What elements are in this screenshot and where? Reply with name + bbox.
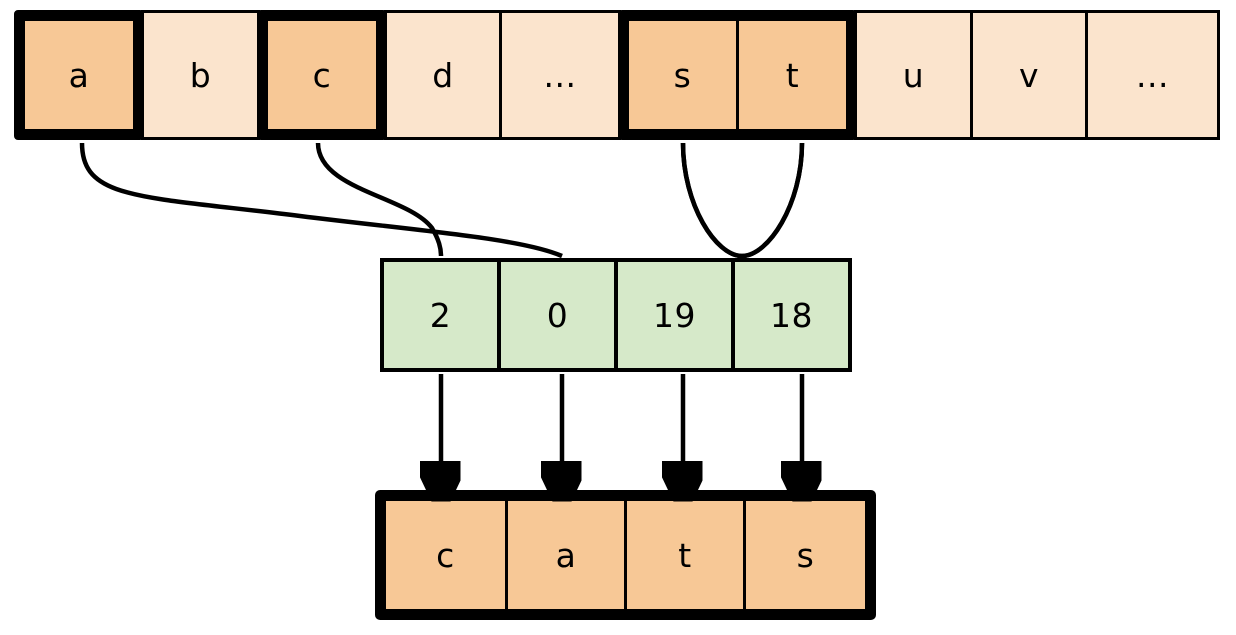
- alphabet-cell-label: d: [432, 55, 454, 95]
- alphabet-cell-a[interactable]: a: [14, 10, 144, 140]
- alphabet-cell-label: b: [189, 55, 212, 95]
- alphabet-row: a b c d ... s t u v ...: [14, 10, 1220, 140]
- output-cell-label: a: [555, 535, 577, 575]
- index-cell-1[interactable]: 0: [497, 258, 618, 372]
- output-cell-3[interactable]: s: [743, 501, 865, 609]
- output-row: c a t s: [375, 490, 876, 620]
- output-cell-label: t: [678, 535, 692, 575]
- index-cell-0[interactable]: 2: [380, 258, 501, 372]
- alphabet-cell-label: c: [312, 55, 332, 95]
- alphabet-cell-u[interactable]: u: [854, 10, 973, 140]
- alphabet-cell-ellipsis-right: ...: [1085, 10, 1220, 140]
- output-cell-1[interactable]: a: [505, 501, 627, 609]
- alphabet-cell-v[interactable]: v: [970, 10, 1088, 140]
- alphabet-cell-d[interactable]: d: [384, 10, 502, 140]
- curve-t-to-19: [680, 142, 805, 259]
- index-cell-3[interactable]: 18: [731, 258, 852, 372]
- curve-a-to-0: [79, 142, 563, 259]
- index-row: 2 0 19 18: [380, 258, 852, 372]
- alphabet-cell-b[interactable]: b: [141, 10, 260, 140]
- output-cell-0[interactable]: c: [386, 501, 508, 609]
- alphabet-cell-label: s: [673, 55, 692, 95]
- alphabet-cell-label: u: [902, 55, 925, 95]
- index-cell-2[interactable]: 19: [614, 258, 735, 372]
- index-cell-value: 18: [770, 295, 813, 335]
- index-cell-value: 19: [653, 295, 696, 335]
- alphabet-cell-s[interactable]: s: [618, 10, 739, 140]
- alphabet-cell-label: ...: [543, 55, 577, 95]
- index-cell-value: 2: [429, 295, 452, 335]
- index-cell-value: 0: [546, 295, 569, 335]
- alphabet-cell-label: a: [68, 55, 90, 95]
- alphabet-cell-c[interactable]: c: [257, 10, 387, 140]
- alphabet-cell-label: v: [1018, 55, 1040, 95]
- output-cell-label: s: [796, 535, 815, 575]
- alphabet-cell-t[interactable]: t: [736, 10, 857, 140]
- alphabet-cell-label: ...: [1136, 55, 1169, 95]
- output-cell-2[interactable]: t: [624, 501, 746, 609]
- output-cell-label: c: [436, 535, 455, 575]
- alphabet-cell-ellipsis-left: ...: [499, 10, 621, 140]
- alphabet-cell-label: t: [785, 55, 800, 95]
- curve-s-to-18: [680, 142, 805, 259]
- curve-c-to-2: [315, 142, 444, 257]
